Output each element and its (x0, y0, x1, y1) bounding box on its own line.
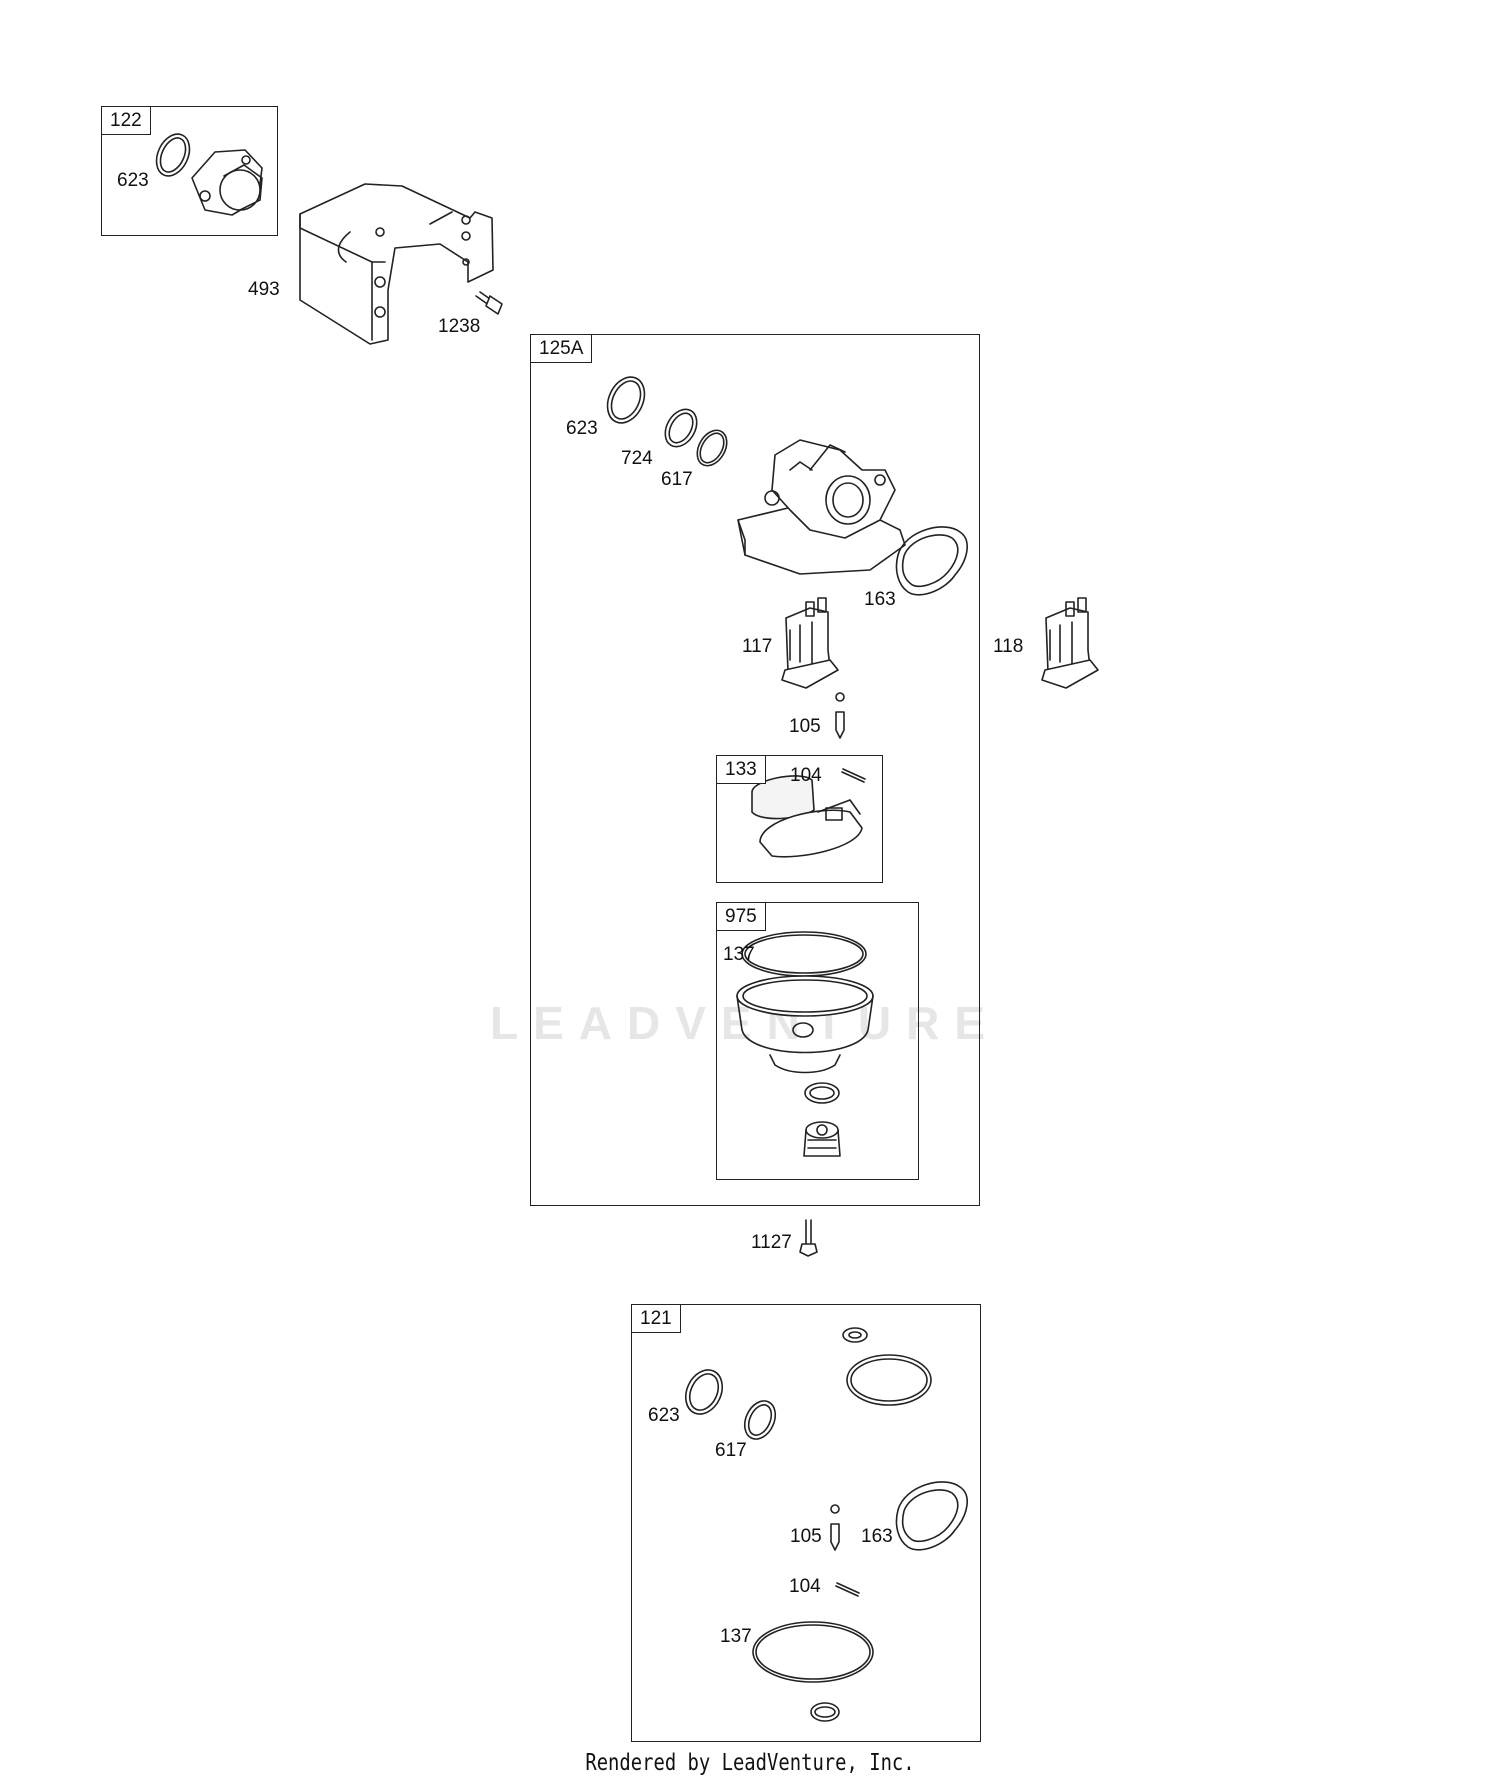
bolt-1238-drawing (475, 291, 503, 315)
kit-tag-975: 975 (717, 903, 766, 931)
o-ring-617-kit125A (696, 429, 728, 467)
pin-104-kit133 (841, 768, 866, 783)
callout-117: 117 (742, 636, 773, 657)
callout-617-kit121: 617 (715, 1440, 747, 1461)
callout-623-kit122: 623 (117, 170, 149, 191)
float-133-drawing (751, 775, 863, 858)
callout-104-kit133: 104 (790, 765, 822, 786)
fuel-bowl-975-drawing (736, 975, 874, 1074)
o-ring-623-kit125A (606, 376, 646, 424)
o-ring-137-kit121 (752, 1621, 874, 1683)
kit-tag-122: 122 (102, 107, 151, 135)
o-ring-121-small (810, 1702, 840, 1722)
callout-493: 493 (248, 279, 280, 300)
bolt-1127-drawing (799, 1219, 818, 1257)
callout-1238: 1238 (438, 316, 481, 337)
o-ring-623-kit121 (684, 1369, 724, 1415)
o-ring-623-kit122 (155, 133, 191, 177)
footer-credit: Rendered by LeadVenture, Inc. (585, 1750, 915, 1776)
callout-623-kit121: 623 (648, 1405, 680, 1426)
gasket-121-small (842, 1327, 868, 1343)
callout-1127: 1127 (751, 1232, 792, 1253)
o-ring-975-small (804, 1082, 840, 1104)
kit-box-125A: 125A (530, 334, 980, 1206)
kit-tag-133: 133 (717, 756, 766, 784)
fuel-bowl-117-drawing (781, 597, 839, 689)
callout-137-kit975: 137 (723, 944, 755, 965)
callout-623-kit125A: 623 (566, 418, 598, 439)
needle-105-kit121 (830, 1504, 840, 1551)
carburetor-body-drawing (737, 439, 906, 575)
o-ring-617-kit121 (743, 1400, 777, 1440)
needle-105-kit125A (835, 692, 845, 739)
callout-118: 118 (993, 636, 1024, 657)
gasket-163-kit121 (895, 1481, 968, 1551)
callout-137-kit121: 137 (720, 1626, 752, 1647)
callout-105-kit125A: 105 (789, 716, 821, 737)
bracket-493-drawing (299, 183, 494, 345)
pin-104-kit121 (835, 1582, 860, 1597)
kit-box-122: 122 (101, 106, 278, 236)
callout-104-kit121: 104 (789, 1576, 821, 1597)
gasket-724-drawing (664, 408, 698, 448)
kit-box-975: 975 (716, 902, 919, 1180)
gasket-163-kit125A (895, 526, 968, 596)
o-ring-121-large (846, 1354, 932, 1406)
callout-617-kit125A: 617 (661, 469, 693, 490)
kit-box-133: 133 (716, 755, 883, 883)
callout-163-kit121: 163 (861, 1526, 893, 1547)
kit-tag-121: 121 (632, 1305, 681, 1333)
callout-724: 724 (621, 448, 653, 469)
drain-plug-975-drawing (803, 1121, 841, 1157)
watermark-text: LEADVENTURE (490, 997, 1001, 1049)
callout-163-kit125A: 163 (864, 589, 896, 610)
intake-elbow-drawing (191, 149, 263, 216)
callout-105-kit121: 105 (790, 1526, 822, 1547)
fuel-bowl-118-drawing (1041, 597, 1099, 689)
kit-box-121: 121 (631, 1304, 981, 1742)
kit-tag-125A: 125A (531, 335, 593, 363)
